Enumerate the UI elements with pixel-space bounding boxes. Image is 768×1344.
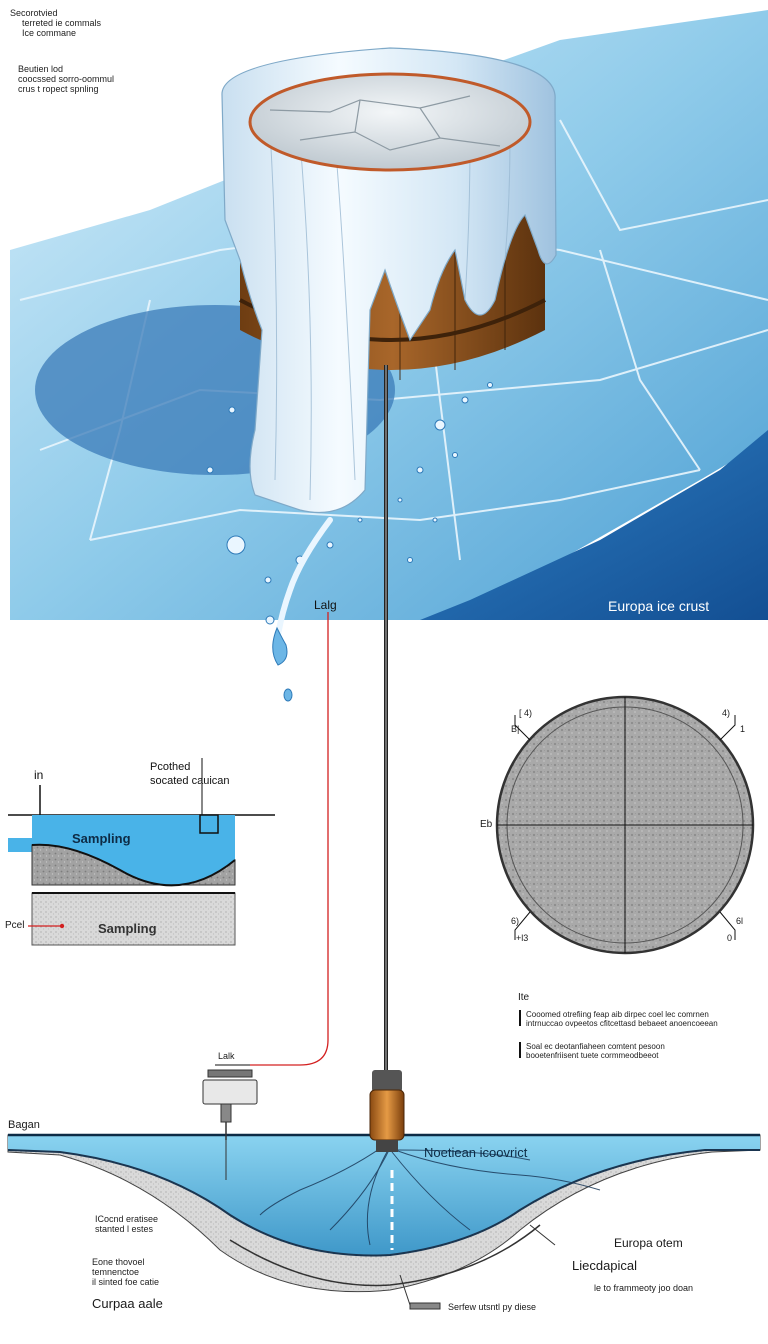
notes-heading: Ite: [518, 992, 530, 1003]
ocean-bottom-center-label: Serfew utsntl py diese: [448, 1302, 537, 1312]
ocean-cross-section: [7, 1133, 761, 1310]
sampling-pointer-label: Pcel: [5, 920, 25, 931]
probe-label: Lalg: [314, 598, 337, 612]
disc-label-tl1: [ 4): [519, 708, 533, 718]
disc-label-tr1: 4): [722, 708, 731, 718]
notes-paragraph-2: Soal ec deotanfiaheen comtent pesoon boo…: [526, 1042, 766, 1060]
top-note-line: Secorotvied: [10, 8, 58, 18]
notes-line: Soal ec deotanfiaheen comtent pesoon: [526, 1042, 665, 1051]
drip-drop: [272, 626, 288, 666]
ocean-right-label-3: le to frammeoty joo doan: [594, 1283, 694, 1293]
ocean-note-line: Eone thovoel: [92, 1257, 145, 1267]
water-droplets: [206, 382, 493, 625]
disc-label-tr2: 1: [740, 724, 746, 734]
ocean-note-line: ICocnd eratisee: [95, 1214, 159, 1224]
lab-label: Lalk: [218, 1051, 235, 1061]
surface-caption: Europa ice crust: [608, 598, 710, 614]
core-sample-disc: [495, 695, 755, 955]
sampling-title-line: socated cauican: [150, 775, 230, 787]
disc-label-bl2: +l3: [516, 933, 529, 943]
top-note-line: Beutien lod: [18, 64, 64, 74]
ocean-note-1: ICocnd eratisee stanted l estes: [95, 1214, 158, 1234]
sampling-title-line: Pcothed: [150, 761, 191, 773]
ocean-right-label-2: Liecdapical: [572, 1258, 638, 1273]
ocean-note-line: stanted l estes: [95, 1224, 154, 1234]
drip-stream: [275, 517, 333, 638]
ocean-label: Noetiean icoovrict: [424, 1145, 528, 1160]
top-note-1: Secorotvied terreted ie commals Ice comm…: [10, 8, 180, 38]
ocean-note-line: temnenctoe: [92, 1267, 140, 1277]
sampling-title: Pcothed socated cauican: [150, 760, 230, 788]
ice-surface-scene: [10, 10, 768, 702]
ocean-left-label: Bagan: [8, 1119, 40, 1131]
notes-line: intrnuccao ovpeetos cfitcettasd bebaeet …: [526, 1019, 718, 1028]
disc-label-left: Eb: [480, 819, 493, 830]
red-signal-wire: [250, 612, 329, 1066]
top-note-line: terreted ie commals: [22, 18, 102, 28]
notes-line: booetenfriisent tuete cormmeodbeeot: [526, 1051, 659, 1060]
ocean-note-line: il sinted foe catie: [92, 1277, 160, 1287]
sampling-lower-label: Sampling: [98, 921, 157, 936]
sampling-in-label: in: [34, 768, 44, 782]
top-note-line: Ice commane: [22, 28, 77, 38]
drum-lid: [248, 72, 532, 172]
top-note-2: Beutien lod coocssed sorro-oommul crus t…: [18, 64, 188, 94]
ocean-bottom-left-label: Curpaa aale: [92, 1296, 163, 1311]
probe-head: [369, 1070, 405, 1152]
ice-drape: [221, 47, 557, 514]
disc-label-tl2: B|: [511, 724, 520, 734]
sampling-panel: [8, 758, 275, 946]
disc-label-bl1: 6): [511, 916, 520, 926]
drip-drop-small: [283, 688, 293, 702]
notes-paragraph-1: Cooomed otrefiing feap aib dirpec coel l…: [526, 1010, 766, 1028]
notes-line: Cooomed otrefiing feap aib dirpec coel l…: [526, 1010, 709, 1019]
top-note-line: coocssed sorro-oommul: [18, 74, 115, 84]
lab-instrument: [202, 1064, 258, 1180]
sampling-upper-label: Sampling: [72, 831, 131, 846]
top-note-line: crus t ropect spnling: [18, 84, 99, 94]
ocean-right-label-1: Europa otem: [614, 1236, 683, 1250]
ocean-note-2: Eone thovoel temnenctoe il sinted foe ca…: [92, 1257, 159, 1287]
deep-water: [420, 430, 768, 620]
disc-label-br1: 6l: [736, 916, 744, 926]
disc-label-br2: 0: [727, 933, 733, 943]
